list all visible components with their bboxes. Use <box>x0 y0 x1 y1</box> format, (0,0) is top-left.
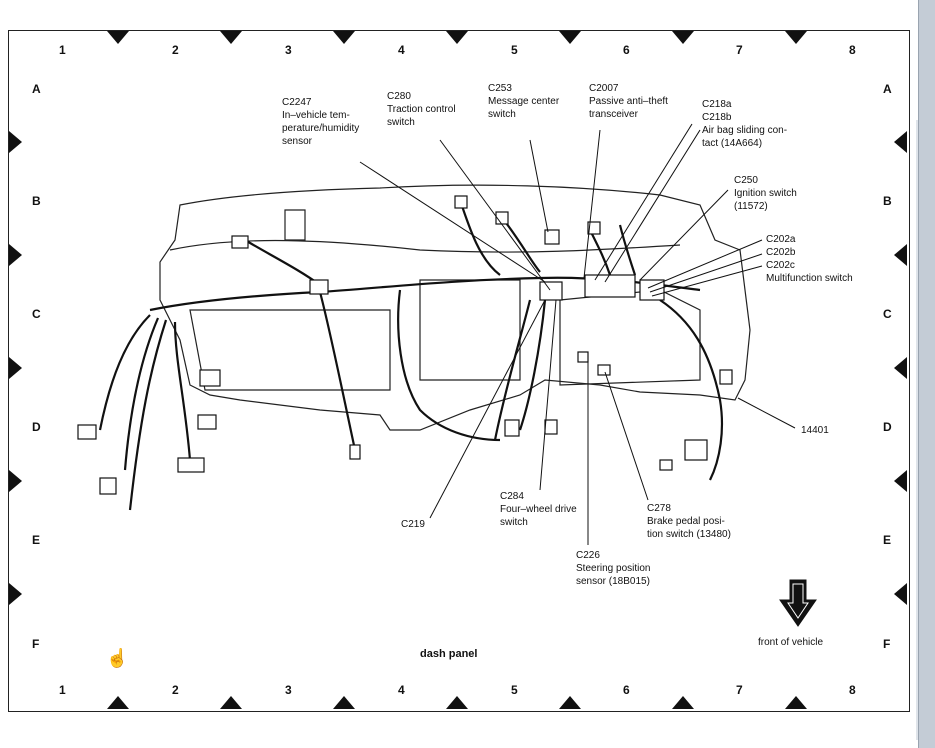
border-markers <box>9 31 907 709</box>
col-8: 8 <box>849 43 856 57</box>
scroll-track <box>916 120 919 740</box>
wiring-harness <box>98 199 724 511</box>
callout-c280: C280 Traction control switch <box>387 91 456 128</box>
col-5: 5 <box>511 43 518 57</box>
col-2: 2 <box>172 43 179 57</box>
col-4-bottom: 4 <box>398 683 405 697</box>
callout-14401: 14401 <box>801 425 829 436</box>
row-c: C <box>32 307 41 321</box>
row-f-right: F <box>883 637 891 651</box>
col-7-bottom: 7 <box>736 683 743 697</box>
callout-c226: C226 Steering position sensor (18B015) <box>576 550 651 587</box>
hand-pointer-icon: ☝ <box>106 648 129 668</box>
row-c-right: C <box>883 307 892 321</box>
row-b: B <box>32 194 41 208</box>
callout-c284: C284 Four–wheel drive switch <box>500 491 577 528</box>
callout-c202: C202a C202b C202c Multifunction switch <box>766 234 853 284</box>
front-of-vehicle-label: front of vehicle <box>758 637 824 648</box>
col-6-bottom: 6 <box>623 683 630 697</box>
row-a-right: A <box>883 82 892 96</box>
col-4: 4 <box>398 43 405 57</box>
col-2-bottom: 2 <box>172 683 179 697</box>
diagram-title: dash panel <box>420 648 478 660</box>
row-e-right: E <box>883 533 892 547</box>
col-5-bottom: 5 <box>511 683 518 697</box>
dash-panel-outline <box>159 184 751 431</box>
col-1-bottom: 1 <box>59 683 66 697</box>
col-7: 7 <box>736 43 743 57</box>
callout-c253: C253 Message center switch <box>488 83 560 120</box>
callout-c278: C278 Brake pedal posi- tion switch (1348… <box>647 503 731 540</box>
callout-c2007: C2007 Passive anti–theft transceiver <box>589 83 668 120</box>
col-3: 3 <box>285 43 292 57</box>
front-arrow-icon <box>779 579 817 627</box>
row-a: A <box>32 82 41 96</box>
callout-c219: C219 <box>401 519 425 530</box>
row-d-right: D <box>883 420 892 434</box>
col-1: 1 <box>59 43 66 57</box>
col-3-bottom: 3 <box>285 683 292 697</box>
callout-c218: C218a C218b Air bag sliding con- tact (1… <box>702 99 788 149</box>
row-b-right: B <box>883 194 892 208</box>
row-d: D <box>32 420 41 434</box>
col-6: 6 <box>623 43 630 57</box>
connectors <box>77 195 733 495</box>
diagram-page <box>8 30 910 712</box>
callout-c2247: C2247 In–vehicle tem- perature/humidity … <box>282 97 360 147</box>
side-panel <box>918 0 935 748</box>
leader-lines <box>359 123 796 545</box>
row-e: E <box>32 533 41 547</box>
col-8-bottom: 8 <box>849 683 856 697</box>
row-f: F <box>32 637 40 651</box>
callout-c250: C250 Ignition switch (11572) <box>734 175 797 212</box>
